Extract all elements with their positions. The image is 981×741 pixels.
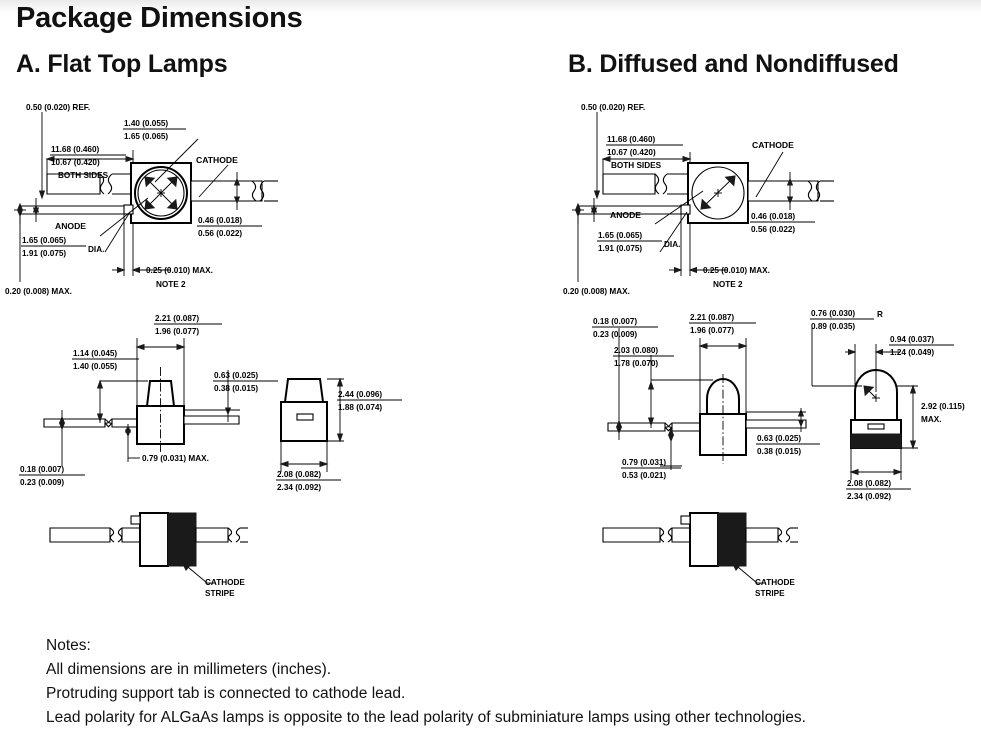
a-top-flange-top: 1.40 (0.055) (124, 119, 168, 128)
b-top-anode-label: ANODE (610, 210, 641, 220)
notes-line-2: Protruding support tab is connected to c… (46, 685, 406, 702)
b-cathode-stripe-line2: STRIPE (755, 589, 785, 598)
a-top-width-bot: 10.67 (0.420) (51, 158, 100, 167)
a-top-cathode-label: CATHODE (196, 155, 238, 165)
b-top-max-dim: 0.20 (0.008) MAX. (563, 287, 630, 296)
b-top-note2-label: NOTE 2 (713, 280, 743, 289)
b-end-w-bot: 2.34 (0.092) (847, 492, 891, 501)
a-side-body-w-bot: 1.96 (0.077) (155, 327, 199, 336)
a-side-lead-t-top: 0.18 (0.007) (20, 465, 64, 474)
a-side-lead-th-top: 0.63 (0.025) (214, 371, 258, 380)
b-end-height-dim: 2.92 (0.115) (921, 402, 965, 411)
notes-heading: Notes: (46, 637, 91, 654)
a-side-body-w-top: 2.21 (0.087) (155, 314, 199, 323)
b-end-r-bot: 0.89 (0.035) (811, 322, 855, 331)
b-side-lead-th-bot: 0.38 (0.015) (757, 447, 801, 456)
notes-line-1: All dimensions are in millimeters (inche… (46, 661, 332, 678)
section-a-top-view: 0.50 (0.020) REF. 1.40 (0.055) 1.65 (0.0… (5, 103, 278, 296)
b-side-height-top: 2.03 (0.080) (614, 346, 658, 355)
a-top-flange-bot: 1.65 (0.065) (124, 132, 168, 141)
notes-line-3: Lead polarity for ALGaAs lamps is opposi… (46, 709, 806, 726)
page-title: Package Dimensions (16, 2, 303, 34)
section-a-title: A. Flat Top Lamps (16, 50, 228, 78)
section-b-top-view: 0.50 (0.020) REF. 11.68 (0.460) 10.67 (0… (563, 103, 834, 296)
section-b-end-view: 0.76 (0.030) 0.89 (0.035) R 0.94 (0.037)… (810, 309, 965, 501)
a-cathode-stripe-line1: CATHODE (205, 578, 245, 587)
a-top-lead-top: 0.46 (0.018) (198, 216, 242, 225)
b-top-width-top: 11.68 (0.460) (607, 135, 656, 144)
a-side-lead-t-bot: 0.23 (0.009) (20, 478, 64, 487)
b-cathode-stripe-line1: CATHODE (755, 578, 795, 587)
b-side-height-bot: 1.78 (0.070) (614, 359, 658, 368)
b-top-width-bot: 10.67 (0.420) (607, 148, 656, 157)
a-top-lead-bot: 0.56 (0.022) (198, 229, 242, 238)
a-side-height-top: 1.14 (0.045) (73, 349, 117, 358)
section-b-bottom-view: CATHODE STRIPE (602, 512, 798, 598)
b-side-lead-t-top: 0.18 (0.007) (593, 317, 637, 326)
a-top-tab-dim: 0.25 (0.010) MAX. (146, 266, 213, 275)
b-end-r-label: R (877, 310, 883, 319)
a-top-note2-label: NOTE 2 (156, 280, 186, 289)
b-side-lead-t-bot: 0.23 (0.009) (593, 330, 637, 339)
b-side-tab-top: 0.79 (0.031) (622, 458, 666, 467)
a-top-width-top: 11.68 (0.460) (51, 145, 100, 154)
section-a-bottom-view: CATHODE STRIPE (49, 512, 248, 598)
b-top-cathode-label: CATHODE (752, 140, 794, 150)
b-end-w-top: 2.08 (0.082) (847, 479, 891, 488)
b-top-lead-top: 0.46 (0.018) (751, 212, 795, 221)
a-cathode-stripe-line2: STRIPE (205, 589, 235, 598)
b-top-both-sides-label: BOTH SIDES (611, 161, 662, 170)
b-side-tab-bot: 0.53 (0.021) (622, 471, 666, 480)
a-top-dia-label: DIA. (88, 245, 104, 254)
section-b-title: B. Diffused and Nondiffused (568, 50, 899, 78)
b-end-dome-top: 0.94 (0.037) (890, 335, 934, 344)
b-top-ref-dim: 0.50 (0.020) REF. (581, 103, 645, 112)
a-side-height-bot: 1.40 (0.055) (73, 362, 117, 371)
a-end-w-bot: 2.34 (0.092) (277, 483, 321, 492)
a-top-dia-top: 1.65 (0.065) (22, 236, 66, 245)
a-end-h-bot: 1.88 (0.074) (338, 403, 382, 412)
a-end-w-top: 2.08 (0.082) (277, 470, 321, 479)
a-top-max-dim: 0.20 (0.008) MAX. (5, 287, 72, 296)
b-end-dome-bot: 1.24 (0.049) (890, 348, 934, 357)
a-top-ref-dim: 0.50 (0.020) REF. (26, 103, 90, 112)
b-top-dia-label: DIA. (664, 240, 680, 249)
b-side-body-w-bot: 1.96 (0.077) (690, 326, 734, 335)
section-a-end-view: 2.44 (0.096) 1.88 (0.074) 2.08 (0.082) 2… (276, 377, 402, 492)
b-top-dia-bot: 1.91 (0.075) (598, 244, 642, 253)
b-side-body-w-top: 2.21 (0.087) (690, 313, 734, 322)
section-a-side-view: 2.21 (0.087) 1.96 (0.077) 1.14 (0.045) 1… (19, 314, 278, 487)
a-side-tab-dim: 0.79 (0.031) MAX. (142, 454, 209, 463)
a-side-lead-th-bot: 0.38 (0.015) (214, 384, 258, 393)
a-top-both-sides-label: BOTH SIDES (58, 171, 109, 180)
b-top-tab-dim: 0.25 (0.010) MAX. (703, 266, 770, 275)
a-top-dia-bot: 1.91 (0.075) (22, 249, 66, 258)
b-end-r-top: 0.76 (0.030) (811, 309, 855, 318)
b-top-dia-top: 1.65 (0.065) (598, 231, 642, 240)
b-end-height-max-label: MAX. (921, 415, 941, 424)
a-end-h-top: 2.44 (0.096) (338, 390, 382, 399)
a-top-anode-label: ANODE (55, 221, 86, 231)
b-side-lead-th-top: 0.63 (0.025) (757, 434, 801, 443)
b-top-lead-bot: 0.56 (0.022) (751, 225, 795, 234)
section-b-side-view: 0.18 (0.007) 0.23 (0.009) 2.03 (0.080) 1… (592, 313, 820, 480)
